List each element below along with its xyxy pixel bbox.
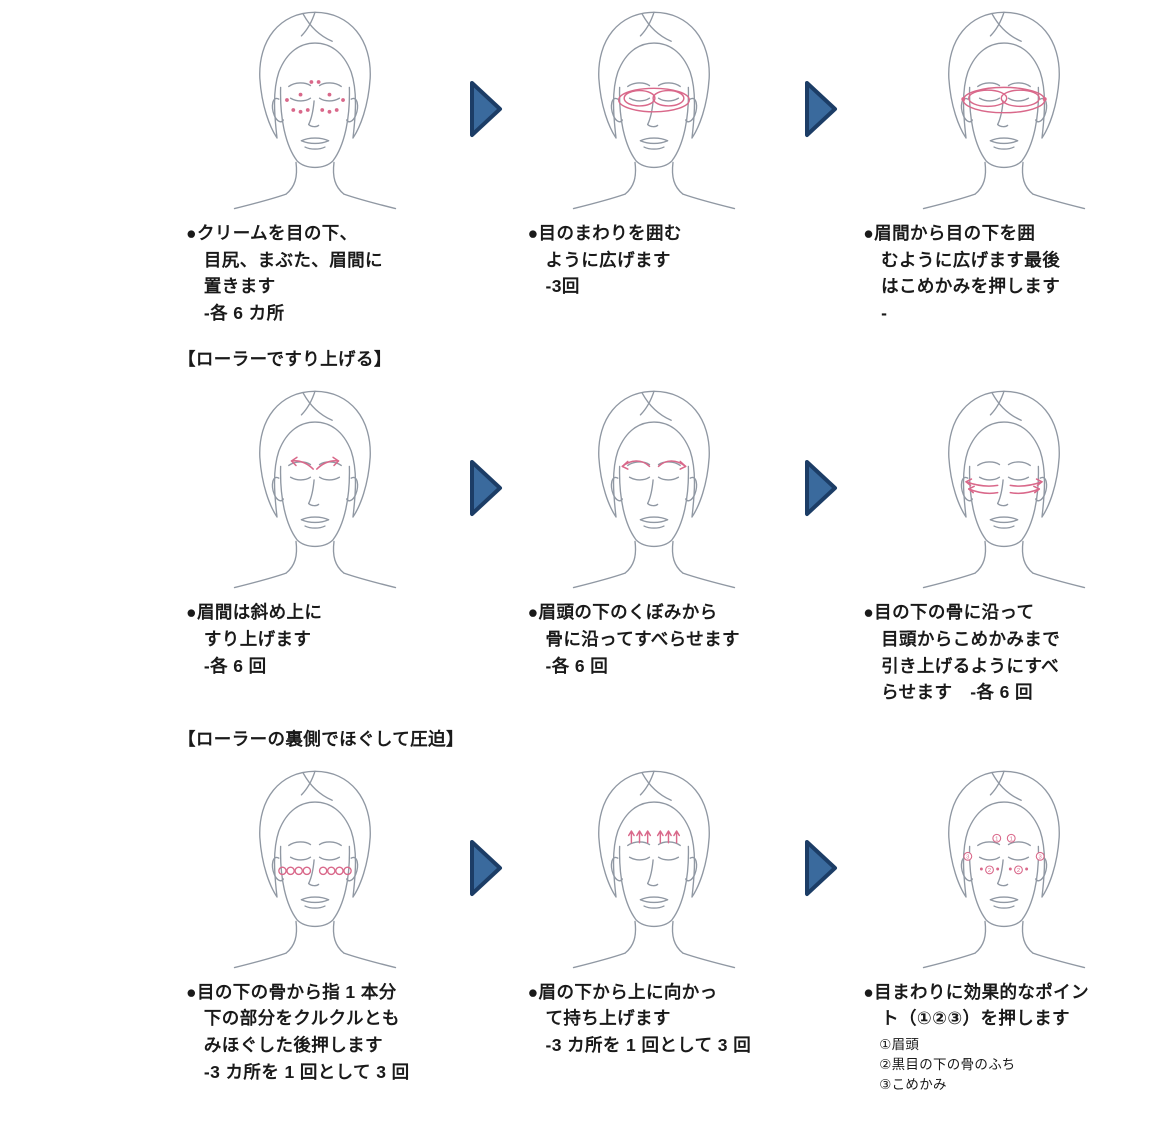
undereye-arrow-marks: [965, 478, 1043, 495]
face-illustration-undereye-glide: [849, 385, 1159, 595]
step-1-3: ●眉間から目の下を囲 むように広げます最後 はこめかみを押します -: [849, 6, 1159, 326]
step-1-1: ●クリームを目の下、 目尻、まぶた、眉間に 置きます -各 6 カ所: [172, 6, 458, 326]
step-2-2: ●眉頭の下のくぼみから 骨に沿ってすべらせます -各 6 回: [514, 385, 794, 679]
step-caption: ●クリームを目の下、 目尻、まぶた、眉間に 置きます -各 6 カ所: [186, 223, 383, 323]
section-header-roller-up: 【ローラーですり上げる】: [178, 349, 392, 370]
step-3-2: ●眉の下から上に向かっ て持ち上げます -3 カ所を 1 回として 3 回: [514, 765, 794, 1059]
step-row-1: ●クリームを目の下、 目尻、まぶた、眉間に 置きます -各 6 カ所 ●目のまわ…: [172, 6, 1159, 326]
lift-arrow-marks: [627, 830, 680, 844]
glabella-arrow-marks: [290, 456, 340, 471]
pressure-point-list: ①眉頭 ②黒目の下の骨のふち ③こめかみ: [879, 1036, 1016, 1093]
face-illustration-eye-circles: [514, 6, 794, 216]
arrow-right-icon: [458, 385, 514, 517]
step-caption: ●目のまわりを囲む ように広げます -3回: [527, 223, 682, 297]
svg-text:1: 1: [1010, 836, 1013, 842]
svg-text:2: 2: [1017, 868, 1020, 874]
brow-arrow-marks: [621, 460, 686, 471]
eye-circle-marks: [617, 87, 690, 113]
face-illustration-pressure-points: 1 1 2 2 3 3: [849, 765, 1159, 975]
step-caption: ●眉間は斜め上に すり上げます -各 6 回: [186, 602, 323, 676]
face-illustration-browbone-glide: [514, 385, 794, 595]
step-caption: ●眉の下から上に向かっ て持ち上げます -3 カ所を 1 回として 3 回: [527, 981, 752, 1055]
face-illustration-undereye-knead: [172, 765, 458, 975]
step-caption: ●眉頭の下のくぼみから 骨に沿ってすべらせます -各 6 回: [527, 602, 740, 676]
svg-text:3: 3: [966, 854, 969, 860]
arrow-right-icon: [794, 765, 850, 897]
arrow-right-icon: [458, 6, 514, 138]
step-caption: ●目の下の骨に沿って 目頭からこめかみまで 引き上げるようにすべ らせます -各…: [863, 602, 1061, 703]
cream-dot-marks: [285, 80, 345, 114]
face-illustration-eye-circles-temple: [849, 6, 1159, 216]
face-illustration-cream-dots: [172, 6, 458, 216]
step-3-1: ●目の下の骨から指 1 本分 下の部分をクルクルとも みほぐした後押します -3…: [172, 765, 458, 1085]
step-row-3: ●目の下の骨から指 1 本分 下の部分をクルクルとも みほぐした後押します -3…: [172, 765, 1159, 1096]
step-1-2: ●目のまわりを囲む ように広げます -3回: [514, 6, 794, 300]
svg-text:1: 1: [995, 836, 998, 842]
section-header-roller-back: 【ローラーの裏側でほぐして圧迫】: [178, 728, 464, 749]
arrow-right-icon: [458, 765, 514, 897]
step-caption: ●眉間から目の下を囲 むように広げます最後 はこめかみを押します -: [863, 223, 1061, 323]
face-illustration-brow-lift: [514, 765, 794, 975]
step-3-3: 1 1 2 2 3 3 ●目まわりに効果的なポイン ト（①②③）を押します ①眉頭 ②…: [849, 765, 1159, 1096]
svg-text:3: 3: [1039, 854, 1042, 860]
step-caption: ●目まわりに効果的なポイン ト（①②③）を押します: [863, 981, 1089, 1029]
massage-instruction-sheet: ●クリームを目の下、 目尻、まぶた、眉間に 置きます -各 6 カ所 ●目のまわ…: [172, 6, 1159, 1096]
step-2-3: ●目の下の骨に沿って 目頭からこめかみまで 引き上げるようにすべ らせます -各…: [849, 385, 1159, 705]
arrow-right-icon: [794, 6, 850, 138]
step-row-2: ●眉間は斜め上に すり上げます -各 6 回 ●眉頭の下のくぼみから 骨に沿って…: [172, 385, 1159, 705]
face-illustration-glabella-strokes: [172, 385, 458, 595]
arrow-right-icon: [794, 385, 850, 517]
step-caption: ●目の下の骨から指 1 本分 下の部分をクルクルとも みほぐした後押します -3…: [186, 981, 410, 1082]
svg-text:2: 2: [988, 868, 991, 874]
pressure-point-marks: 1 1 2 2 3 3: [963, 833, 1045, 875]
knead-circle-marks: [278, 866, 352, 875]
eye-circle-temple-marks: [961, 86, 1047, 114]
step-2-1: ●眉間は斜め上に すり上げます -各 6 回: [172, 385, 458, 679]
